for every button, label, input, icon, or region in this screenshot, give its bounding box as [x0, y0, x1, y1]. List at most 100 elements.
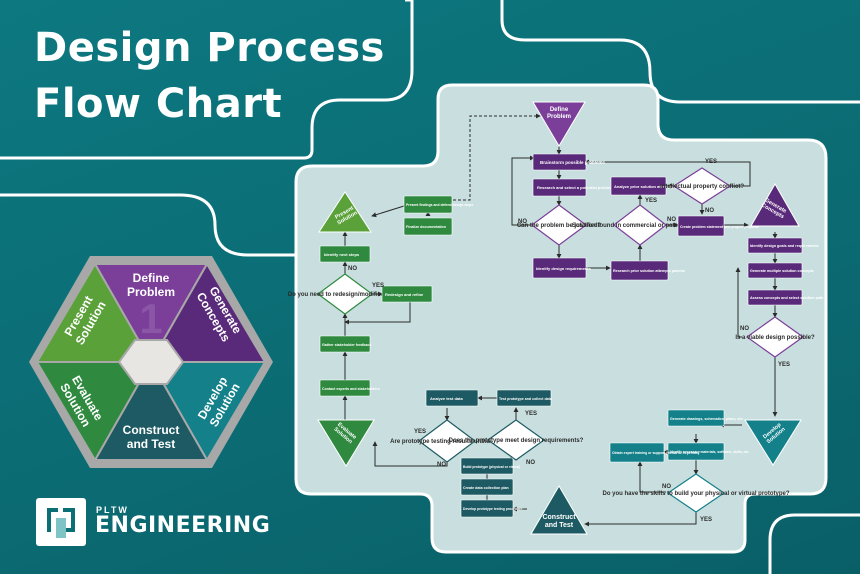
svg-text:Do you need to redesign/modifi: Do you need to redesign/modifications?	[288, 292, 403, 298]
process-box-create-problem-statement: Create problem statement and project pro…	[677, 215, 759, 237]
process-box-research-prior-patents: Research prior solution attempts patents	[610, 260, 685, 281]
stage-construct-l2: and Test	[545, 522, 574, 529]
no-loop-connector	[511, 155, 535, 226]
svg-text:Assess concepts and select sol: Assess concepts and select solution path	[750, 296, 824, 300]
process-box-contact-experts: Contact experts and stakeholders	[319, 379, 380, 397]
svg-text:Gather stakeholder feedback: Gather stakeholder feedback	[322, 343, 371, 347]
stage-generate-concepts: GenerateConcepts	[750, 182, 800, 227]
stage-develop-solution: DevelopSolution	[744, 419, 802, 466]
page-title-line-2: Flow Chart	[34, 81, 283, 127]
process-box-generate-drawings: Generate drawings, schematics, plans, et…	[667, 409, 744, 427]
stage-present-solution: PresentSolution	[318, 191, 372, 233]
process-box-gather-feedback: Gather stakeholder feedback	[319, 335, 371, 353]
svg-text:Research and select a potentia: Research and select a potential problem	[537, 185, 614, 190]
svg-text:Does the prototype meet design: Does the prototype meet design requireme…	[449, 438, 584, 444]
label-yes: YES	[645, 198, 657, 204]
label-yes: YES	[778, 362, 790, 368]
svg-text:Solution found in commercial o: Solution found in commercial or patent s…	[572, 223, 709, 229]
label-no: NO	[437, 462, 446, 468]
stage-define-l1: Define	[550, 107, 569, 113]
svg-text:Generate drawings, schematics,: Generate drawings, schematics, plans, et…	[670, 417, 744, 421]
logo-mark-icon	[47, 508, 75, 538]
svg-text:Contact experts and stakeholde: Contact experts and stakeholders	[322, 387, 380, 391]
process-box-present-findings: Present findings and defend design steps	[403, 195, 473, 214]
svg-text:Analyze test data: Analyze test data	[430, 396, 463, 401]
svg-text:Generate multiple solution con: Generate multiple solution concepts	[750, 269, 814, 273]
svg-text:Identify design goals and requ: Identify design goals and requirements	[750, 244, 819, 248]
label-no: NO	[662, 484, 671, 490]
decision-prototype-unbiased: Are prototype testing results unbiased?	[390, 419, 504, 463]
decision-ip-conflict: Intellectual property conflict?	[660, 167, 744, 205]
label-no: NO	[740, 326, 749, 332]
svg-text:Create data collection plan: Create data collection plan	[463, 486, 509, 490]
process-box-analyze-prior: Analyze prior solution attempt(s)	[610, 176, 677, 196]
label-no: NO	[348, 266, 357, 272]
svg-text:Identify next steps: Identify next steps	[324, 252, 360, 257]
svg-text:Test prototype and collect dat: Test prototype and collect data	[499, 397, 553, 401]
process-box-identify-design-req: Identify design requirements	[532, 257, 591, 279]
process-box-analyze-test: Analyze test data	[425, 389, 479, 407]
process-box-redesign-refine: Redesign and refine	[381, 285, 433, 303]
brand-pltw: PLTW	[96, 505, 129, 515]
process-box-identify-goals: Identify design goals and requirements	[747, 237, 819, 254]
brand-engineering: ENGINEERING	[95, 513, 271, 538]
stage-evaluate-solution: EvaluateSolution	[317, 419, 375, 467]
process-box-obtain-training: Obtain expert training or support (virtu…	[609, 442, 699, 463]
page-title-line-1: Design Process	[34, 25, 385, 71]
process-box-brainstorm: Brainstorm possible problems	[532, 153, 606, 171]
svg-text:Do you have the skills to buil: Do you have the skills to build your phy…	[602, 491, 789, 497]
decision-solution-found: Solution found in commercial or patent s…	[572, 204, 709, 246]
stage-construct-l1: Construct	[542, 514, 576, 521]
svg-text:Redesign and refine: Redesign and refine	[385, 292, 424, 297]
svg-text:Intellectual property conflict: Intellectual property conflict?	[660, 184, 744, 190]
hexagon-segment-develop: DevelopSolution	[149, 361, 267, 462]
process-box-test-prototype: Test prototype and collect data	[496, 389, 553, 407]
label-yes: YES	[414, 429, 426, 435]
process-box-assess-concepts: Assess concepts and select solution path	[747, 289, 824, 306]
decision-viable-design: Is a viable design possible?	[735, 316, 815, 358]
svg-text:1: 1	[139, 295, 162, 342]
label-yes: YES	[525, 411, 537, 417]
svg-text:Can the problem be justified?: Can the problem be justified?	[517, 223, 602, 229]
viable-no-connector	[735, 267, 742, 338]
svg-text:Build prototype (physical or v: Build prototype (physical or virtual)	[463, 465, 520, 469]
dashed-connector	[448, 113, 541, 201]
label-no: NO	[526, 460, 535, 466]
branch-labels: NO YES NO YES NO NO YES NO YES YES NO YE…	[348, 159, 790, 523]
stage-define-l2: Problem	[547, 114, 571, 120]
hexagon-segment-evaluate: EvaluateSolution	[35, 361, 153, 462]
svg-text:Identify necessary materials,: Identify necessary materials, software, …	[670, 450, 749, 454]
process-box-identify-next: Identify next steps	[319, 245, 371, 263]
label-no: NO	[705, 208, 714, 214]
process-box-generate-multiple: Generate multiple solution concepts	[747, 262, 814, 279]
pltw-logo	[36, 498, 86, 546]
process-box-create-data-plan: Create data collection plan	[460, 478, 514, 496]
decision-can-justified: Can the problem be justified?	[517, 204, 602, 246]
label-yes: YES	[372, 283, 384, 289]
label-no: NO	[667, 217, 676, 223]
svg-text:Present findings and defend de: Present findings and defend design steps	[406, 203, 473, 207]
process-box-research-select: Research and select a potential problem	[532, 178, 614, 197]
process-box-finalize-docs: Finalize documentation	[403, 217, 453, 236]
process-box-identify-materials: Identify necessary materials, software, …	[667, 442, 749, 461]
process-box-build-prototype: Build prototype (physical or virtual)	[460, 457, 520, 475]
svg-text:Identify design requirements: Identify design requirements	[536, 266, 591, 271]
yes-loop-connector	[584, 159, 751, 187]
decision-prototype-meet: Does the prototype meet design requireme…	[449, 419, 584, 461]
svg-text:Obtain expert training or supp: Obtain expert training or support (virtu…	[612, 451, 699, 455]
svg-text:Research prior solution attemp: Research prior solution attempts patents	[613, 269, 685, 273]
hexagon-center	[117, 339, 185, 385]
svg-text:Is a viable design possible?: Is a viable design possible?	[735, 335, 815, 341]
svg-text:Finalize documentation: Finalize documentation	[406, 225, 446, 229]
svg-text:Analyze prior solution attempt: Analyze prior solution attempt(s)	[614, 184, 677, 189]
decision-need-redesign: Do you need to redesign/modifications?	[288, 273, 403, 315]
